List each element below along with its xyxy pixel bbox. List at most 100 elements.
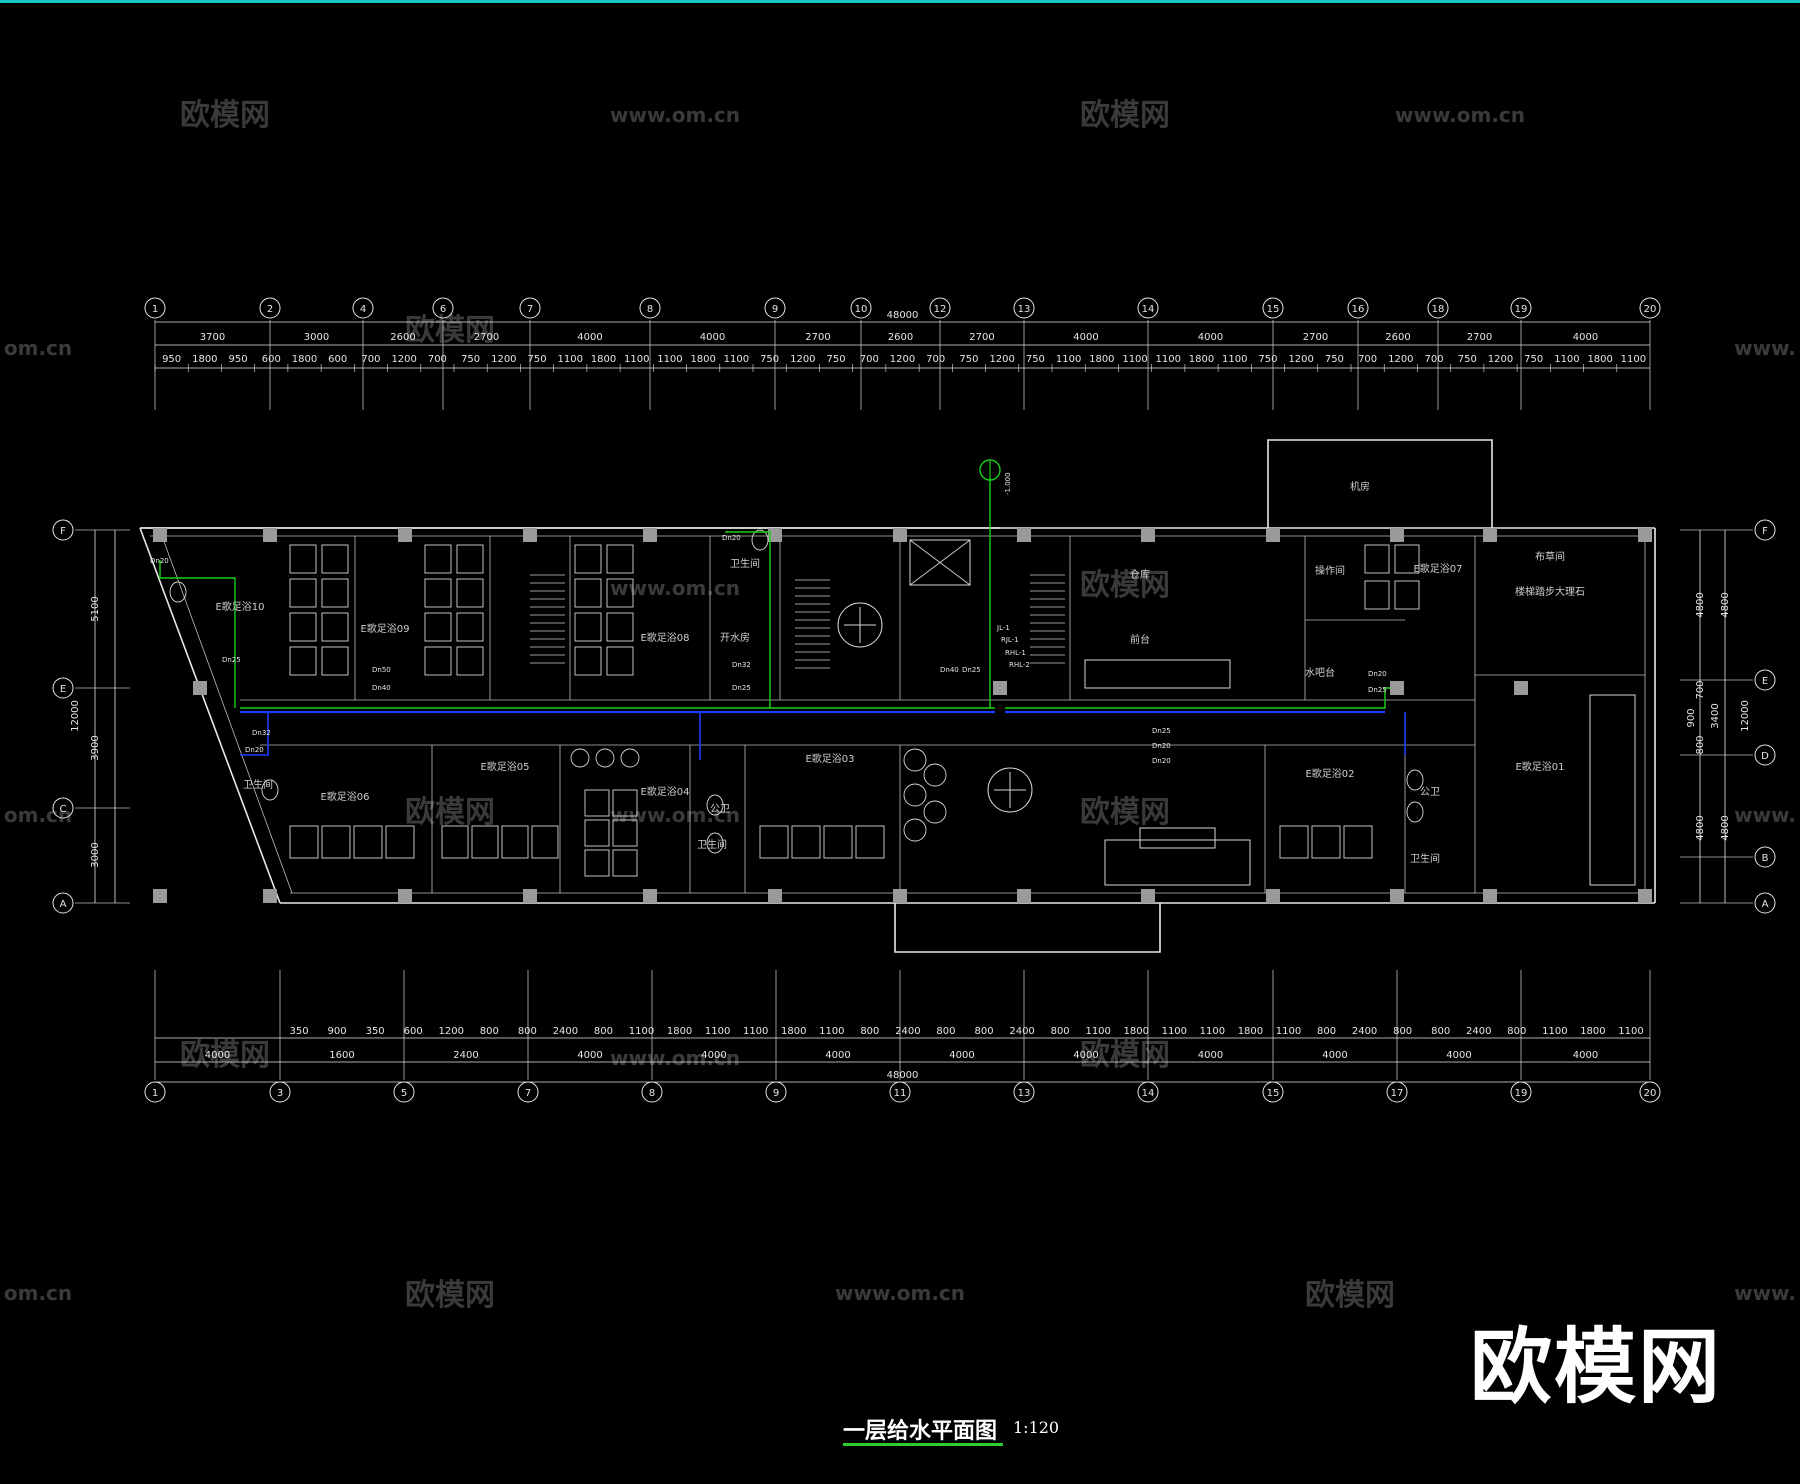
dimension-value: 4000 <box>1198 332 1223 343</box>
axis-label: 13 <box>1018 304 1031 315</box>
axis-bubble <box>1137 297 1159 319</box>
dimension-value: 1100 <box>657 354 682 365</box>
massage-chair <box>574 646 602 676</box>
massage-chair <box>456 544 484 574</box>
room-label: E歌足浴10 <box>215 600 264 613</box>
axis-label: 11 <box>894 1088 907 1099</box>
dimension-value: 3000 <box>304 332 329 343</box>
dimension-value: 2600 <box>1385 332 1410 343</box>
axis-label: 17 <box>1391 1088 1404 1099</box>
dimension-value: 3900 <box>90 735 101 760</box>
dimension-value: 4000 <box>1573 1050 1598 1061</box>
dimension-value: 2700 <box>1467 332 1492 343</box>
axis-label: 7 <box>525 1088 531 1099</box>
dimension-value: 2400 <box>553 1026 578 1037</box>
dimension-value: 2400 <box>895 1026 920 1037</box>
branch-southwest <box>240 712 269 756</box>
toilet-fixture <box>261 779 279 801</box>
dimension-value: 750 <box>1458 354 1477 365</box>
dimension-value: 350 <box>366 1026 385 1037</box>
column <box>643 528 657 542</box>
branch-boiler-green <box>725 531 771 708</box>
column <box>1638 528 1652 542</box>
massage-chair <box>855 825 885 859</box>
watermark-url: om.cn <box>4 336 72 360</box>
watermark-text: 欧模网 <box>405 1278 495 1313</box>
room-label: 卫生间 <box>1410 852 1440 865</box>
massage-chair <box>424 578 452 608</box>
massage-chair <box>612 849 638 877</box>
axis-bubble <box>259 297 281 319</box>
lounge-sofa <box>1589 694 1636 886</box>
watermark-url: www. <box>1734 336 1796 360</box>
axis-label: D <box>1761 751 1769 762</box>
dimension-value: 1100 <box>705 1026 730 1037</box>
room-label: E歌足浴03 <box>805 752 854 765</box>
plant-symbol <box>570 748 590 768</box>
plant-symbol <box>903 818 927 842</box>
dimension-value: 1800 <box>1124 1026 1149 1037</box>
dimension-value: 4000 <box>1446 1050 1471 1061</box>
column <box>263 889 277 903</box>
elevator-cross <box>909 539 971 586</box>
axis-label: 4 <box>360 304 366 315</box>
column <box>1141 889 1155 903</box>
dimension-value: 1800 <box>1189 354 1214 365</box>
axis-bubble <box>1754 744 1776 766</box>
column <box>768 528 782 542</box>
massage-chair <box>574 544 602 574</box>
massage-chair <box>612 789 638 817</box>
massage-chair <box>1394 580 1420 610</box>
pipe-size-label: Dn20 <box>722 534 741 542</box>
dimension-value: 4800 <box>1695 815 1706 840</box>
dimension-value: 800 <box>860 1026 879 1037</box>
column <box>193 681 207 695</box>
slanted-west-wall <box>139 527 281 904</box>
axis-label: 14 <box>1142 304 1155 315</box>
watermark-text: 欧模网 <box>1080 1038 1170 1073</box>
column <box>398 889 412 903</box>
dimension-value: 1100 <box>1122 354 1147 365</box>
watermark-text: 欧模网 <box>405 313 495 348</box>
riser-label: JL-1 <box>996 624 1010 632</box>
main-pipe-green <box>1005 687 1390 709</box>
axis-bubble <box>52 797 74 819</box>
axis-label: 14 <box>1142 1088 1155 1099</box>
dimension-value: 3700 <box>200 332 225 343</box>
slanted-west-wall-inner <box>161 535 293 894</box>
dimension-value: 4000 <box>700 332 725 343</box>
massage-chair <box>1311 825 1341 859</box>
axis-bubble <box>1754 846 1776 868</box>
dimension-value: 5100 <box>90 596 101 621</box>
massage-chair <box>501 825 529 859</box>
massage-chair <box>584 819 610 847</box>
axis-label: 2 <box>267 304 273 315</box>
axis-bubble <box>144 297 166 319</box>
massage-chair <box>606 646 634 676</box>
dimension-value: 700 <box>361 354 380 365</box>
massage-chair <box>424 544 452 574</box>
dimension-value: 1100 <box>724 354 749 365</box>
dimension-value: 1800 <box>1580 1026 1605 1037</box>
room-label: 公卫 <box>710 804 730 815</box>
axis-label: 3 <box>277 1088 283 1099</box>
axis-label: 15 <box>1267 1088 1280 1099</box>
dimension-value: 12000 <box>70 700 81 732</box>
dimension-value: 700 <box>428 354 447 365</box>
title-underline <box>843 1443 1003 1446</box>
column <box>153 528 167 542</box>
column <box>1514 681 1528 695</box>
plant-symbol <box>620 748 640 768</box>
dimension-value: 1100 <box>1056 354 1081 365</box>
room-label: 卫生间 <box>243 778 273 791</box>
massage-chair <box>289 646 317 676</box>
plant-symbol <box>595 748 615 768</box>
dimension-value: 800 <box>1507 1026 1526 1037</box>
pipe-size-label: Dn40 <box>372 684 391 692</box>
dimension-value: 750 <box>1524 354 1543 365</box>
column <box>1141 528 1155 542</box>
dimension-value: 350 <box>289 1026 308 1037</box>
dimension-value: 1100 <box>1162 1026 1187 1037</box>
